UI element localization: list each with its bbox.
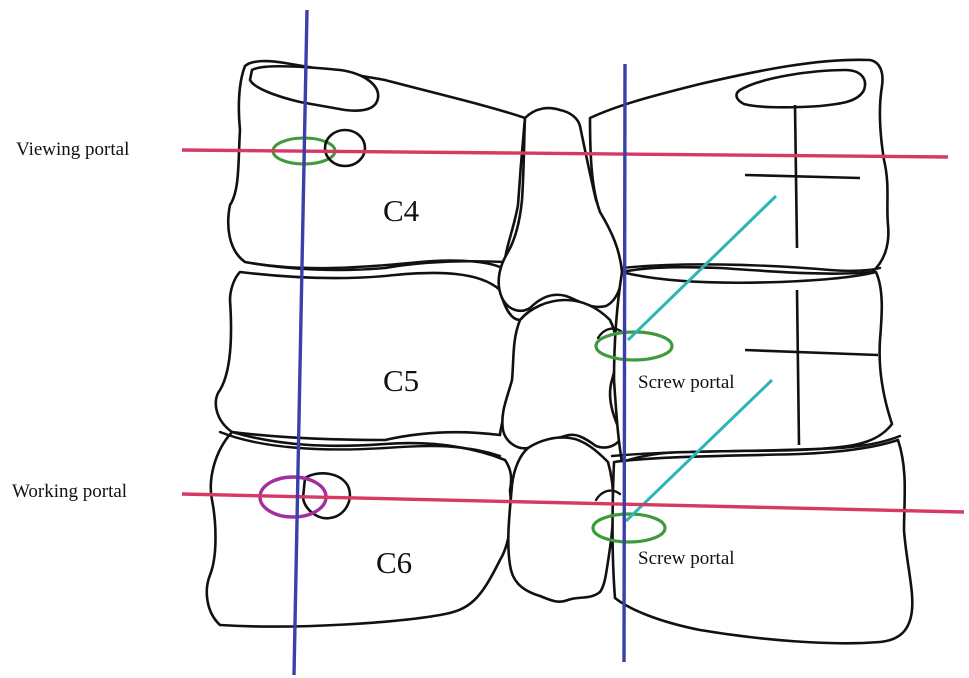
c5-left-body [216, 272, 520, 440]
c6-right-body [613, 440, 913, 643]
right-vertical-line [624, 64, 625, 662]
working-portal-label: Working portal [12, 481, 127, 502]
screw-portal-lower-label: Screw portal [638, 548, 735, 569]
c5-right-body [614, 272, 892, 462]
viewing-portal-label: Viewing portal [16, 139, 129, 160]
screw-portal-upper-label: Screw portal [638, 372, 735, 393]
c5-spinous [502, 300, 622, 448]
c5-label: C5 [383, 363, 419, 398]
c4-label: C4 [383, 193, 420, 228]
c6-label: C6 [376, 545, 412, 580]
c6-left-body [207, 432, 511, 627]
